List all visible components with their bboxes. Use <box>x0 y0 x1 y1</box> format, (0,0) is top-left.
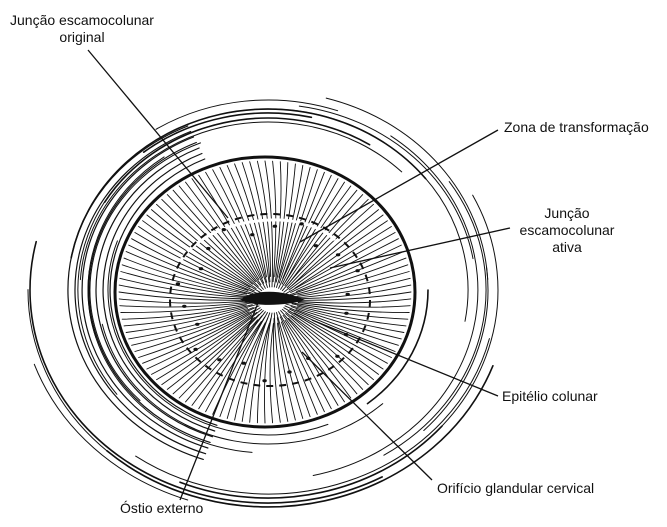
gland-opening <box>199 267 203 270</box>
gland-opening <box>242 362 246 365</box>
gland-opening <box>250 233 254 236</box>
label-original-squamocolumnar-junction: Junção escamocolunar original <box>2 12 162 46</box>
gland-opening <box>176 282 180 285</box>
gland-opening <box>222 228 226 231</box>
gland-opening <box>344 312 348 315</box>
tissue-fold-line <box>180 426 442 498</box>
label-line: Junção <box>508 205 626 222</box>
gland-opening <box>346 293 350 296</box>
label-active-squamocolumnar-junction: Junção escamocolunar ativa <box>508 205 626 256</box>
gland-opening <box>206 247 210 250</box>
label-line: ativa <box>508 239 626 256</box>
label-line: escamocolunar <box>508 222 626 239</box>
label-cervical-gland-opening: Orifício glandular cervical <box>437 480 594 497</box>
gland-opening <box>314 244 318 247</box>
gland-opening <box>299 222 303 225</box>
gland-opening <box>355 269 359 272</box>
gland-opening <box>193 348 197 351</box>
gland-opening <box>287 370 291 373</box>
label-transformation-zone: Zona de transformação <box>504 119 649 136</box>
gland-opening <box>217 358 221 361</box>
gland-opening <box>273 225 277 228</box>
gland-opening <box>335 355 339 358</box>
label-columnar-epithelium: Epitélio colunar <box>502 388 598 405</box>
label-external-os: Óstio externo <box>120 500 203 517</box>
gland-opening <box>182 305 186 308</box>
label-line: original <box>2 29 162 46</box>
gland-opening <box>195 323 199 326</box>
gland-opening <box>262 379 266 382</box>
gland-opening <box>336 253 340 256</box>
label-line: Junção escamocolunar <box>2 12 162 29</box>
